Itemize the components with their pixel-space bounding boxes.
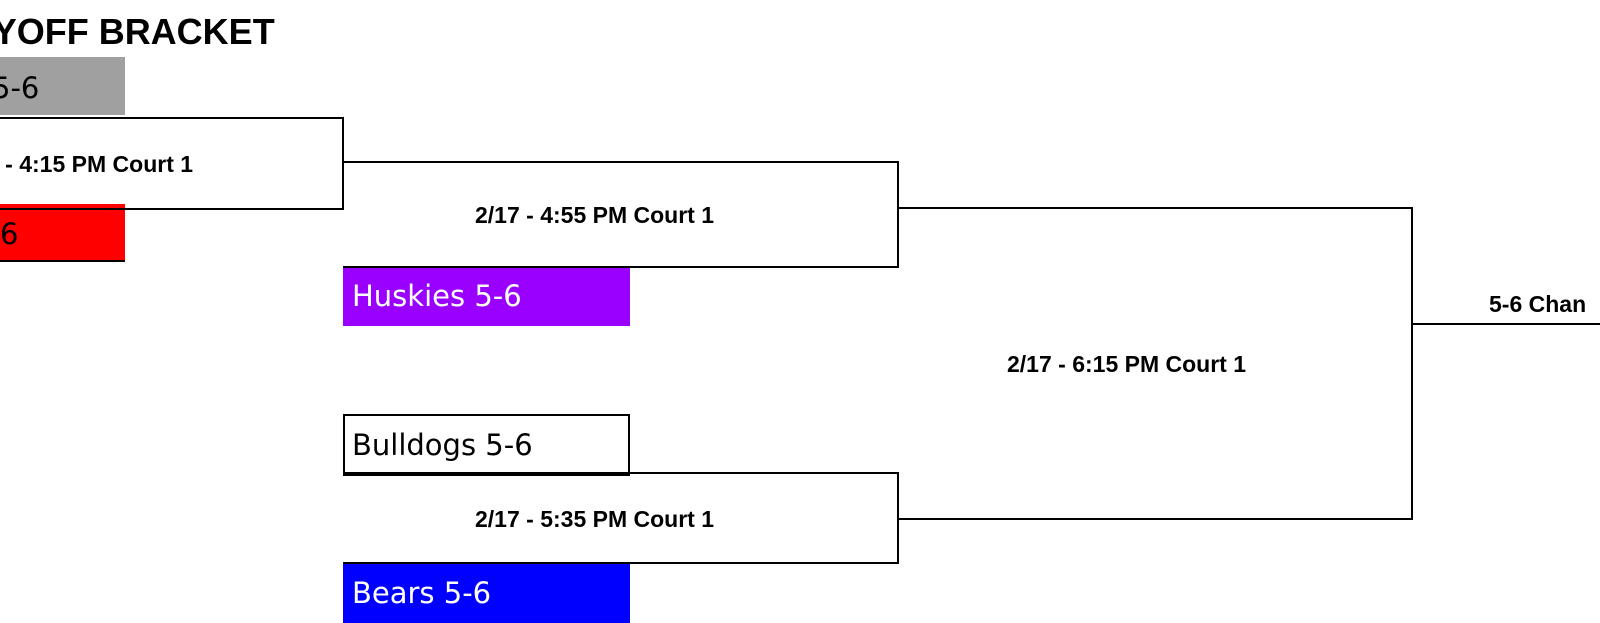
champion-label: 5-6 Chan [1489,291,1587,317]
game3-right-line [897,472,899,564]
team-slot-red: 6 [0,204,125,262]
bracket-title: AYOFF BRACKET [0,11,275,52]
game1-bottom-line [0,208,344,210]
game1-top-line [0,117,344,119]
game1-right-line [342,117,344,210]
team-slot-bulldogs: Bulldogs 5-6 [343,414,630,476]
team-slot-bears: Bears 5-6 [343,563,630,623]
final-right-line [1411,207,1413,520]
team-slot-top-left: 5-6 [0,57,125,115]
game2-time-label: 2/17 - 4:55 PM Court 1 [475,202,715,228]
game3-top-line [343,472,899,474]
final-top-line [899,207,1413,209]
final-time-label: 2/17 - 6:15 PM Court 1 [1007,351,1247,377]
game2-bottom-line [343,266,899,268]
game3-time-label: 2/17 - 5:35 PM Court 1 [475,506,715,532]
game2-right-line [897,161,899,268]
game3-bottom-line [343,562,899,564]
game1-time-label: 7 - 4:15 PM Court 1 [0,151,194,177]
champion-line [1413,323,1600,325]
game2-top-line [344,161,899,163]
team-slot-huskies: Huskies 5-6 [343,266,630,326]
final-bottom-line [899,518,1413,520]
